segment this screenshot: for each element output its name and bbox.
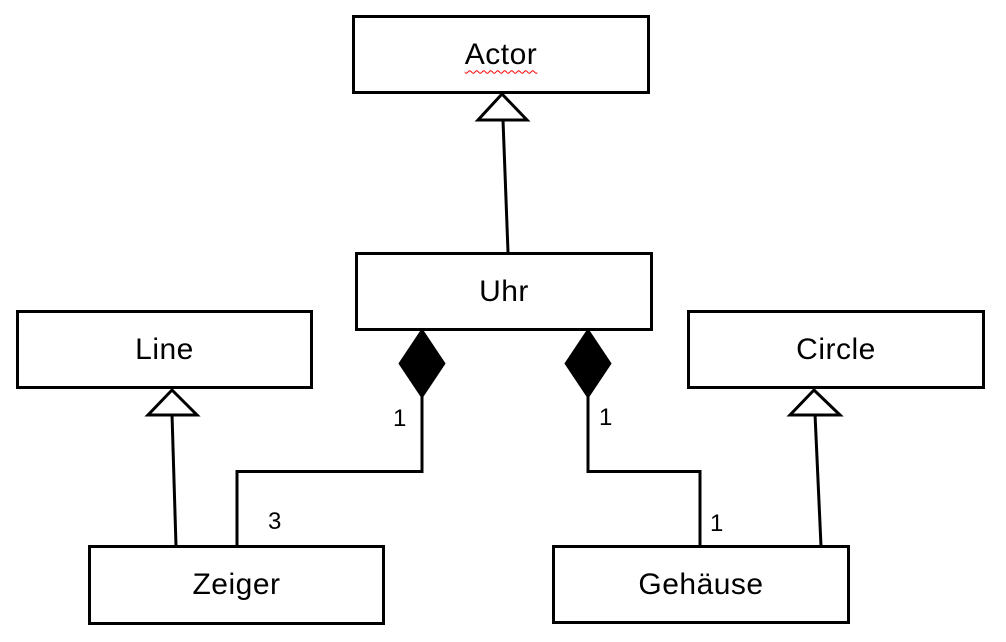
class-label-circle: Circle [796, 332, 876, 366]
multiplicity-label-uhr-zeiger-far: 3 [268, 508, 282, 535]
class-label-gehaeuse: Gehäuse [638, 567, 764, 601]
composition-connector-uhr-zeiger[interactable] [235, 328, 446, 546]
inheritance-connector-zeiger-line[interactable] [144, 387, 201, 547]
class-label-uhr: Uhr [479, 274, 529, 308]
class-box-circle[interactable]: Circle [687, 310, 985, 389]
inheritance-triangle-icon [786, 387, 844, 417]
multiplicity-label-uhr-zeiger-near: 1 [393, 405, 407, 432]
class-label-actor: Actor [464, 37, 538, 71]
class-label-line: Line [135, 332, 194, 366]
inheritance-line [813, 413, 823, 547]
inheritance-line [501, 119, 510, 253]
multiplicity-label-uhr-gehaeuse-far: 1 [710, 510, 724, 537]
inheritance-triangle-icon [474, 91, 531, 122]
class-box-zeiger[interactable]: Zeiger [88, 545, 385, 625]
composition-connector-uhr-gehaeuse[interactable] [564, 328, 702, 546]
multiplicity-label-uhr-gehaeuse-near: 1 [599, 404, 613, 431]
inheritance-triangle-icon [144, 387, 201, 417]
composition-diamond-icon [398, 328, 446, 399]
inheritance-line [170, 413, 178, 547]
class-box-gehaeuse[interactable]: Gehäuse [552, 545, 850, 624]
class-box-uhr[interactable]: Uhr [355, 252, 653, 331]
class-box-actor[interactable]: Actor [352, 15, 650, 94]
class-label-zeiger: Zeiger [192, 568, 281, 601]
composition-line [235, 396, 424, 546]
composition-diamond-icon [564, 328, 612, 399]
class-box-line[interactable]: Line [16, 310, 313, 389]
inheritance-connector-uhr-actor[interactable] [474, 91, 531, 253]
composition-line [586, 396, 702, 546]
inheritance-connector-gehaeuse-circle[interactable] [786, 387, 844, 547]
